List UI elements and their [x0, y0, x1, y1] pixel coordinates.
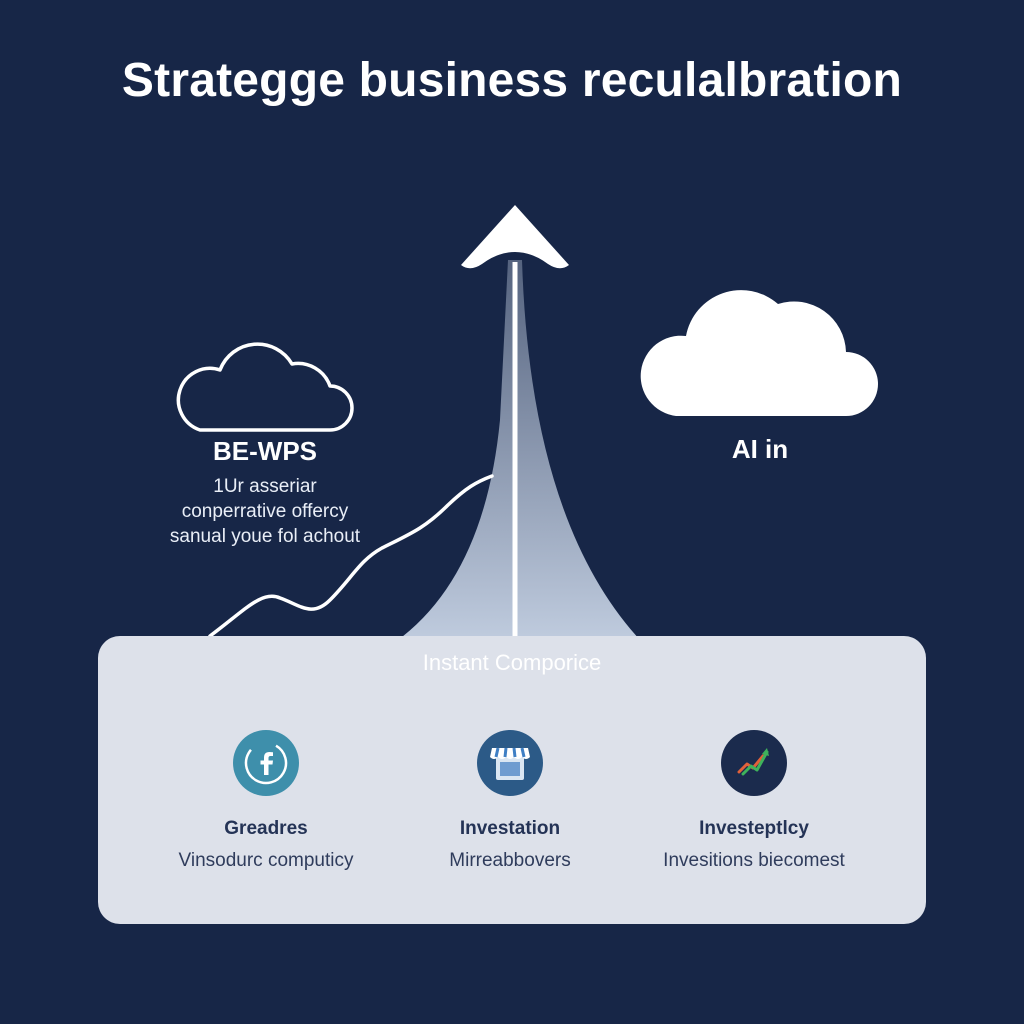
arrow-up-icon — [461, 205, 569, 269]
trend-chart-icon — [721, 730, 787, 796]
page-title: Strategge business reculalbration — [121, 54, 903, 107]
feature-name: Investeptlcy — [699, 818, 809, 839]
storefront-icon — [477, 730, 543, 796]
cloud-filled-icon — [640, 290, 878, 416]
cloud-outline-icon — [176, 342, 354, 432]
comparison-panel: Instant Comporice Greadres Vinsodurc com… — [98, 636, 926, 924]
feature-item: Investation Mirreabbovers — [392, 730, 628, 872]
bewps-block: BE-WPS 1Ur asseriar conperrative offercy… — [130, 436, 400, 549]
feature-item: Greadres Vinsodurc computicy — [148, 730, 384, 872]
feature-name: Greadres — [224, 818, 308, 839]
ai-in-label: AI in — [731, 434, 789, 464]
feature-description: Vinsodurc computicy — [178, 850, 354, 871]
growth-cone — [398, 260, 640, 640]
growth-line — [208, 474, 494, 638]
feature-description: Invesitions biecomest — [663, 850, 845, 871]
feature-name: Investation — [459, 818, 561, 839]
bewps-line-2: conperrative offercy — [181, 500, 349, 522]
feature-list: Greadres Vinsodurc computicy Investation… — [98, 730, 926, 872]
panel-title: Instant Comporice — [422, 650, 602, 675]
bewps-line-1: 1Ur asseriar — [213, 476, 317, 498]
bewps-line-3: sanual youe fol achout — [169, 525, 361, 547]
bewps-heading: BE-WPS — [213, 436, 317, 466]
feature-item: Investeptlcy Invesitions biecomest — [636, 730, 872, 872]
feature-description: Mirreabbovers — [449, 850, 571, 871]
facebook-icon — [233, 730, 299, 796]
